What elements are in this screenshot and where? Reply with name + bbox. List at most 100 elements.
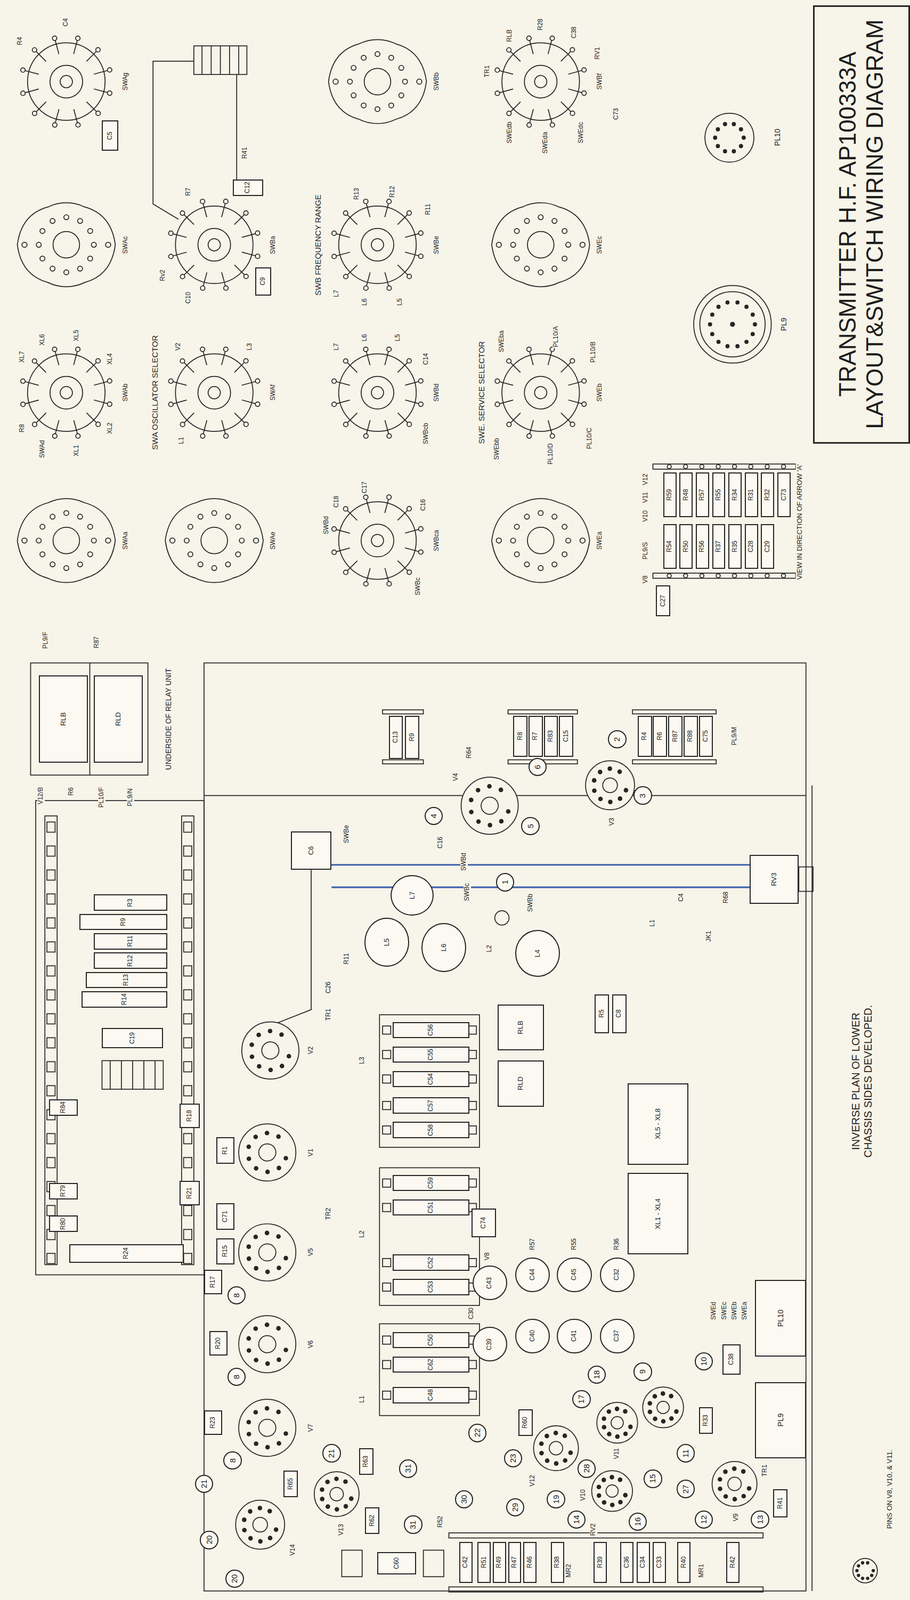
switch-wafer	[17, 498, 116, 583]
part-label: L3	[358, 1056, 367, 1066]
wafer-plate	[165, 498, 264, 583]
solder-tag	[46, 1085, 55, 1096]
part-label: TR1	[761, 1464, 769, 1479]
valve-pin	[607, 767, 612, 771]
callout-circle: 14	[567, 1510, 586, 1530]
lug-eye	[526, 347, 532, 352]
text-holder: R18	[185, 1110, 194, 1123]
part-label: V12	[642, 472, 650, 486]
valve-pin	[487, 784, 492, 789]
component-box: RLB	[497, 1004, 544, 1051]
label-text: V12	[641, 473, 649, 485]
contact-hole	[514, 551, 519, 557]
chassis-outline	[204, 663, 807, 1592]
contact-hole	[225, 562, 231, 567]
pin-dot	[866, 1562, 869, 1565]
node-text: C52	[427, 1256, 435, 1269]
text-holder: 23	[508, 1454, 518, 1464]
text-holder: C12	[244, 181, 252, 194]
label-text: PL10/A	[551, 326, 560, 347]
component-box: R32	[760, 472, 775, 518]
node-text: C43	[485, 1277, 494, 1290]
label-text: UNDERSIDE OF RELAY UNIT	[164, 668, 173, 770]
solder-tag	[183, 1037, 192, 1048]
valve-pin	[615, 1435, 620, 1440]
node-text: R57	[698, 489, 706, 501]
lug-eye	[168, 378, 173, 384]
valve-pin	[247, 1432, 251, 1437]
solder-tag	[468, 1126, 477, 1135]
lug-eye	[494, 91, 500, 96]
text-holder: R40	[680, 1556, 688, 1569]
text-holder: 8	[232, 1293, 242, 1298]
wafer-centre	[200, 527, 228, 555]
label-text: R12	[388, 185, 396, 198]
solder-tag	[382, 1126, 391, 1135]
valve-spigot	[549, 1441, 563, 1456]
contact-hole	[351, 65, 356, 71]
contact-hole	[538, 270, 543, 275]
node-text: C41	[570, 1330, 579, 1343]
part-label: R6	[67, 786, 76, 797]
valve-spigot	[258, 1336, 276, 1354]
connector-pin	[723, 122, 727, 126]
component-box: R47	[508, 1542, 522, 1584]
component-box: C12	[232, 179, 264, 197]
wafer-rotor	[50, 65, 83, 99]
node-text: C55	[427, 1049, 435, 1061]
potentiometer-knob	[798, 867, 814, 892]
label-text: SWEa	[595, 531, 604, 550]
valve-pin	[539, 1442, 544, 1446]
part-label: SWAa	[122, 530, 130, 551]
label-text: SWAe	[269, 531, 277, 550]
node-text: L5	[382, 938, 391, 947]
node-text: C40	[529, 1330, 537, 1343]
label-text: C73	[612, 108, 620, 120]
wafer-centre	[53, 231, 80, 259]
wafer-plate	[17, 202, 116, 288]
valve-holder	[238, 1315, 296, 1373]
component-box: R15	[216, 1238, 235, 1266]
text-holder: 22	[472, 1428, 482, 1438]
text-holder: R5	[598, 1010, 606, 1019]
callout-circle: 6	[528, 758, 547, 777]
node-text: XL1 - XL4	[654, 1198, 663, 1230]
contact-hole	[212, 565, 217, 571]
lug-eye	[418, 526, 424, 532]
solder-tag	[748, 464, 753, 469]
callout-circle: 28	[577, 1459, 596, 1478]
label-text: SWEb	[595, 383, 604, 402]
part-label: L7	[332, 342, 341, 352]
label-text: SWBd	[322, 516, 330, 535]
node-text: R23	[209, 1417, 217, 1429]
lug-eye	[526, 36, 532, 41]
lug-eye	[180, 422, 185, 427]
fixing-hole	[496, 242, 502, 248]
label-text: PL9/S	[641, 542, 649, 560]
label-text: V2	[174, 343, 182, 352]
node-text: 20	[204, 1536, 214, 1546]
node-text: 8	[232, 1375, 242, 1380]
connector-pin	[744, 305, 749, 309]
label-text: C17	[361, 481, 369, 494]
valve-pin	[265, 1231, 270, 1235]
text-holder: C73	[780, 489, 788, 501]
node-text: R24	[123, 1247, 131, 1260]
text-holder: C28	[747, 540, 755, 553]
label-text: SWEb	[730, 1302, 738, 1321]
valve-pin	[276, 1410, 281, 1415]
component-box: C13	[388, 716, 404, 759]
valve-pin	[598, 797, 603, 801]
lug-eye	[506, 359, 511, 364]
contact-hole	[63, 565, 69, 571]
label-text: SWBcb	[421, 423, 430, 445]
component-box: RLD	[93, 675, 143, 764]
part-label: TR2	[325, 1206, 333, 1222]
part-label: R68	[722, 890, 730, 905]
text-holder: R37	[715, 540, 723, 553]
contact-hole	[361, 102, 367, 108]
valve-pin	[246, 1245, 251, 1249]
text-holder: C58	[427, 1124, 435, 1137]
text-holder: R12	[126, 955, 135, 968]
label-text: R13	[352, 188, 361, 200]
